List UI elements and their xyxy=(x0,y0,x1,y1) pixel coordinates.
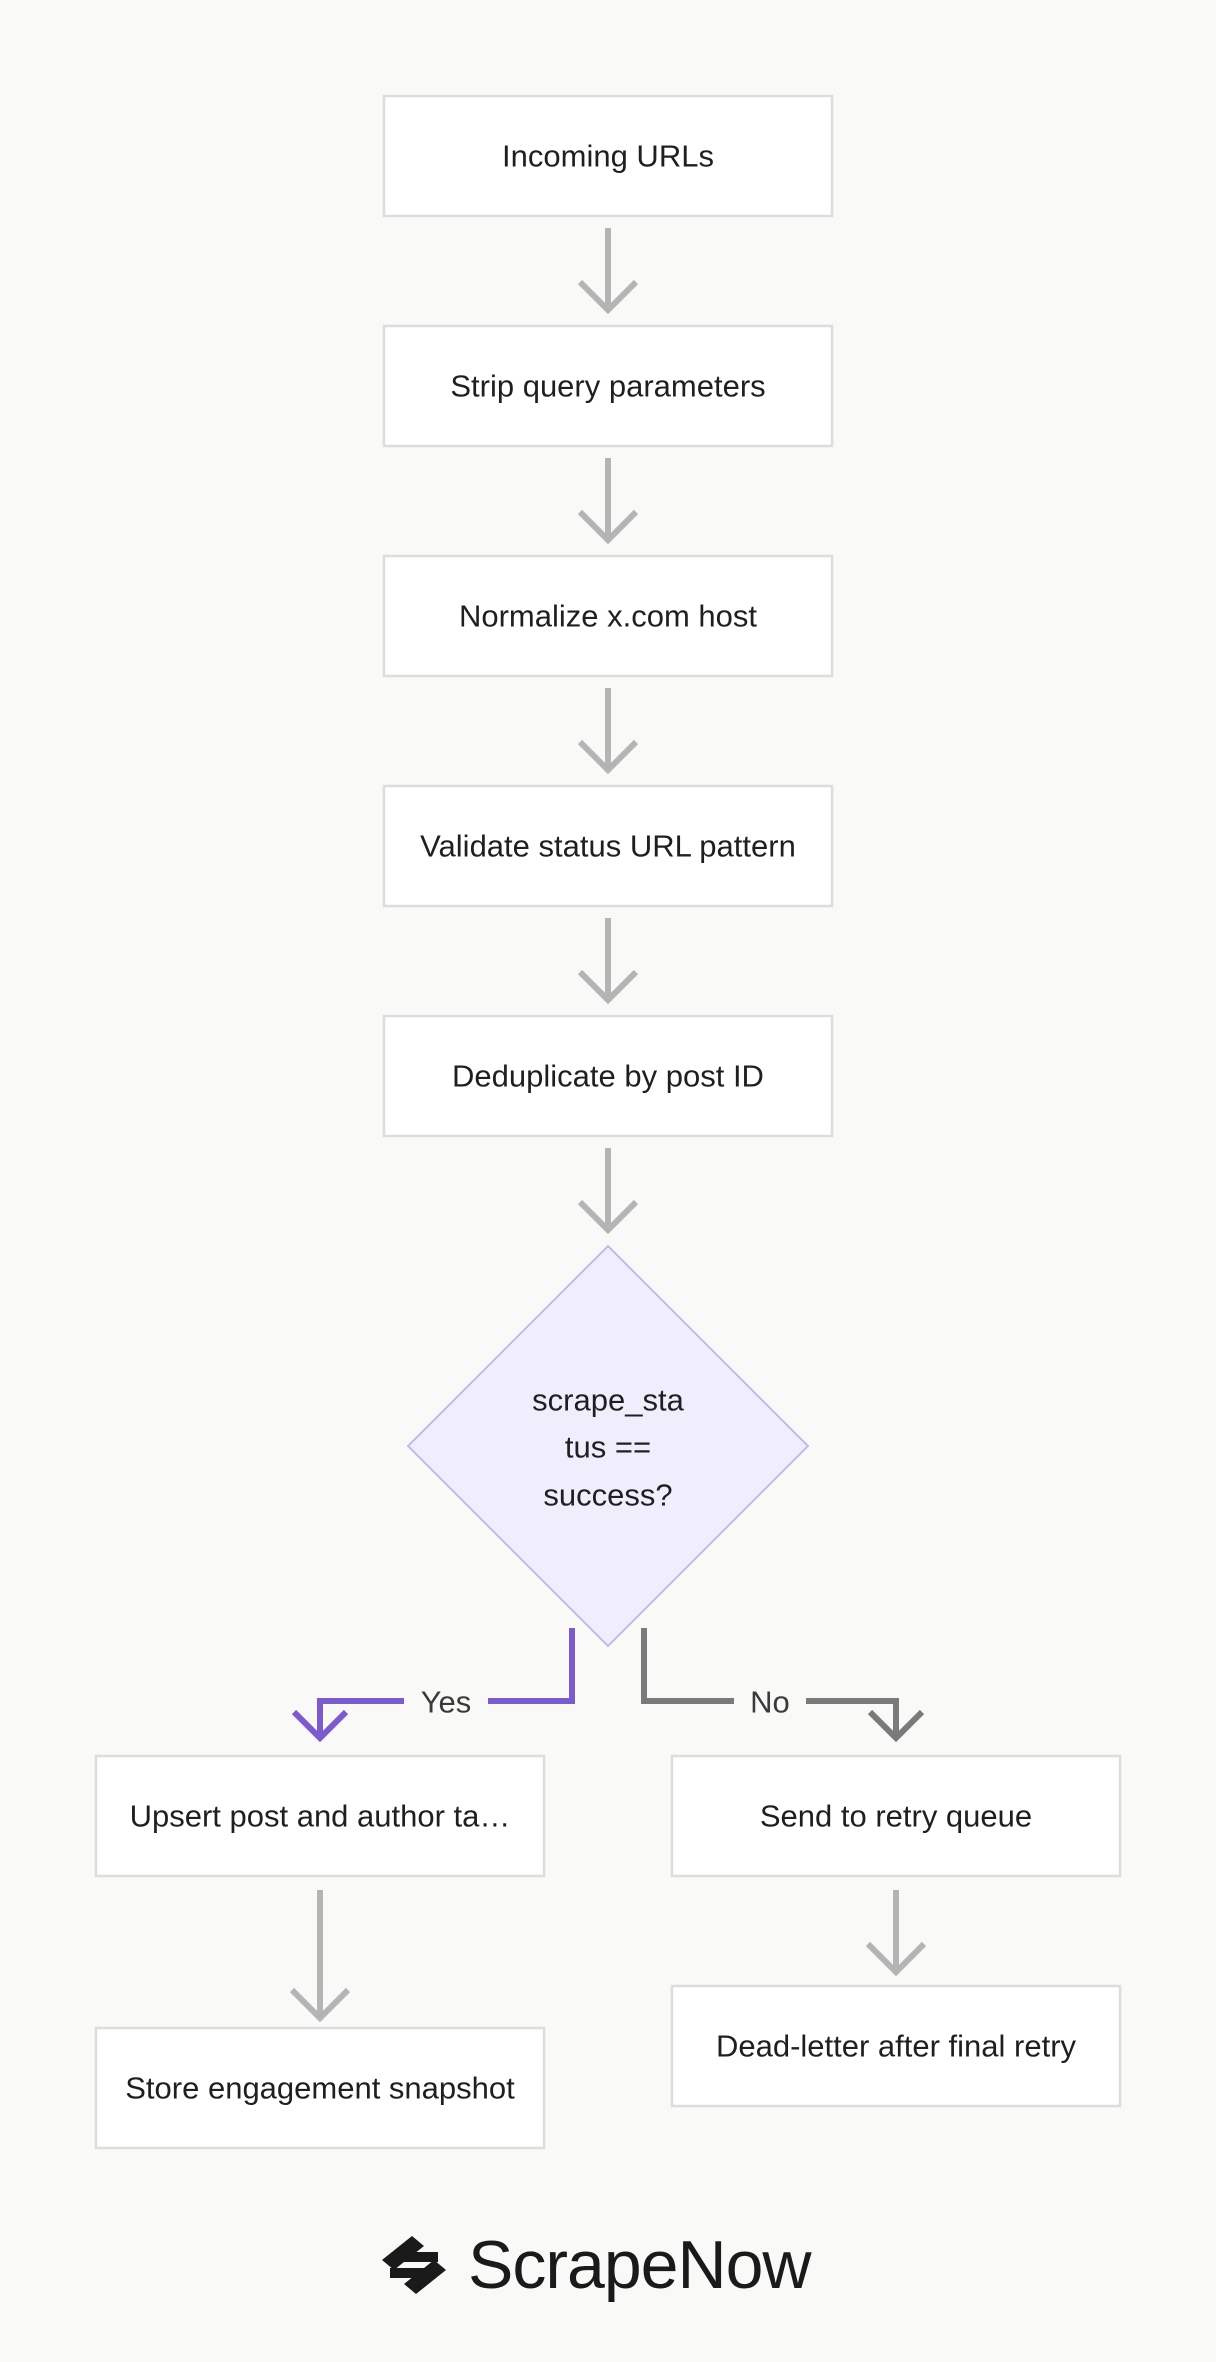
node-store-engagement-snapshot: Store engagement snapshot xyxy=(94,2026,546,2150)
node-dead-letter: Dead-letter after final retry xyxy=(670,1984,1122,2108)
node-strip-query-parameters: Strip query parameters xyxy=(382,324,834,448)
arrow-validate-to-dedupe xyxy=(577,918,639,1005)
brand-logo: ScrapeNow xyxy=(376,2222,811,2308)
brand-name: ScrapeNow xyxy=(468,2227,811,2303)
svg-text:success?: success? xyxy=(543,1478,672,1513)
edge-yes-branch: Yes xyxy=(291,1628,575,1743)
svg-text:Strip query parameters: Strip query parameters xyxy=(450,369,765,404)
svg-text:tus ==: tus == xyxy=(565,1430,651,1465)
node-upsert-post-author: Upsert post and author ta… xyxy=(94,1754,546,1878)
svg-text:Validate status URL pattern: Validate status URL pattern xyxy=(420,829,796,864)
arrow-dedupe-to-decision xyxy=(577,1148,639,1235)
node-decision-scrape-status: scrape_sta tus == success? xyxy=(406,1244,810,1648)
arrow-strip-to-normalize xyxy=(577,458,639,545)
svg-text:Dead-letter after final retry: Dead-letter after final retry xyxy=(716,2029,1077,2064)
arrow-incoming-to-strip xyxy=(577,228,639,315)
svg-text:Normalize x.com host: Normalize x.com host xyxy=(459,599,757,634)
arrow-normalize-to-validate xyxy=(577,688,639,775)
arrow-upsert-to-store xyxy=(289,1890,351,2023)
svg-text:Deduplicate by post ID: Deduplicate by post ID xyxy=(452,1059,764,1094)
node-deduplicate: Deduplicate by post ID xyxy=(382,1014,834,1138)
svg-text:Send to retry queue: Send to retry queue xyxy=(760,1799,1032,1834)
scrapenow-logo-icon xyxy=(382,2236,446,2294)
edge-label-no: No xyxy=(750,1685,790,1720)
svg-text:Incoming URLs: Incoming URLs xyxy=(502,139,714,174)
svg-text:Upsert post and author ta…: Upsert post and author ta… xyxy=(130,1799,511,1834)
node-validate-pattern: Validate status URL pattern xyxy=(382,784,834,908)
edge-label-yes: Yes xyxy=(421,1685,472,1720)
svg-text:Store engagement snapshot: Store engagement snapshot xyxy=(125,2071,515,2106)
svg-text:scrape_sta: scrape_sta xyxy=(532,1383,684,1418)
node-send-to-retry-queue: Send to retry queue xyxy=(670,1754,1122,1878)
edge-no-branch: No xyxy=(641,1628,925,1743)
node-incoming-urls: Incoming URLs xyxy=(382,94,834,218)
arrow-retry-to-deadletter xyxy=(865,1890,927,1977)
node-normalize-host: Normalize x.com host xyxy=(382,554,834,678)
